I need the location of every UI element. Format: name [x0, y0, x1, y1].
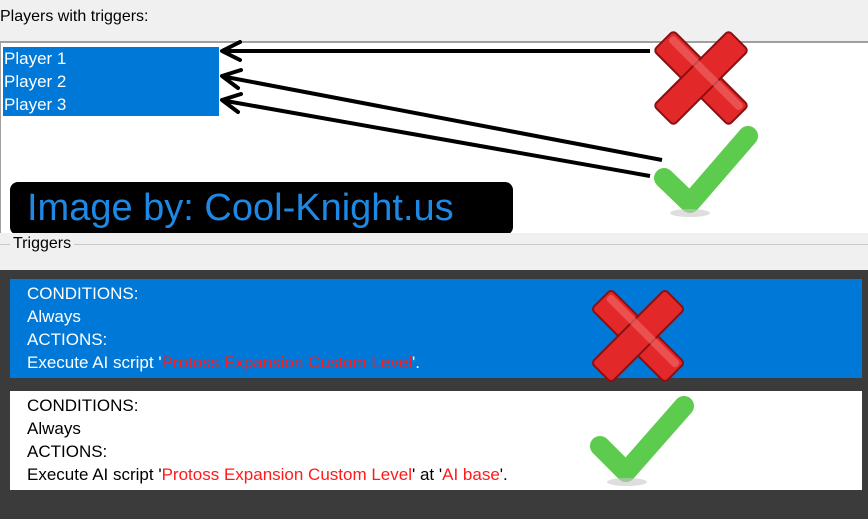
conditions-header: CONDITIONS:	[27, 396, 139, 415]
action-line: Execute AI script 'Protoss Expansion Cus…	[27, 351, 862, 374]
action-prefix: Execute AI script '	[27, 353, 162, 372]
arrow-to-player-2	[220, 68, 663, 162]
actions-header: ACTIONS:	[27, 330, 108, 349]
player-item-3[interactable]: Player 3	[3, 93, 219, 116]
arrow-to-player-1	[220, 40, 650, 62]
script-name: Protoss Expansion Custom Level	[161, 353, 412, 372]
player-item-1[interactable]: Player 1	[3, 47, 219, 70]
action-prefix: Execute AI script '	[27, 465, 162, 484]
red-cross-icon	[654, 31, 748, 125]
triggers-legend: Triggers	[10, 235, 75, 253]
green-check-icon	[590, 396, 694, 486]
triggers-divider	[0, 244, 868, 245]
trigger-item-1[interactable]: CONDITIONS: Always ACTIONS: Execute AI s…	[10, 279, 862, 378]
action-mid: ' at '	[412, 465, 443, 484]
arrow-to-player-3	[220, 92, 651, 178]
conditions-header: CONDITIONS:	[27, 284, 139, 303]
players-label: Players with triggers:	[0, 8, 149, 25]
script-name: Protoss Expansion Custom Level	[161, 465, 412, 484]
condition-text: Always	[27, 307, 81, 326]
location-name: AI base	[442, 465, 500, 484]
watermark-banner: Image by: Cool-Knight.us	[10, 182, 513, 235]
green-check-icon	[654, 126, 758, 217]
trigger-item-2[interactable]: CONDITIONS: Always ACTIONS: Execute AI s…	[10, 391, 862, 490]
red-cross-icon	[591, 289, 685, 383]
action-suffix: '.	[499, 465, 508, 484]
action-suffix: '.	[412, 353, 420, 372]
action-line: Execute AI script 'Protoss Expansion Cus…	[27, 463, 862, 486]
player-item-2[interactable]: Player 2	[3, 70, 219, 93]
condition-text: Always	[27, 419, 81, 438]
actions-header: ACTIONS:	[27, 442, 108, 461]
